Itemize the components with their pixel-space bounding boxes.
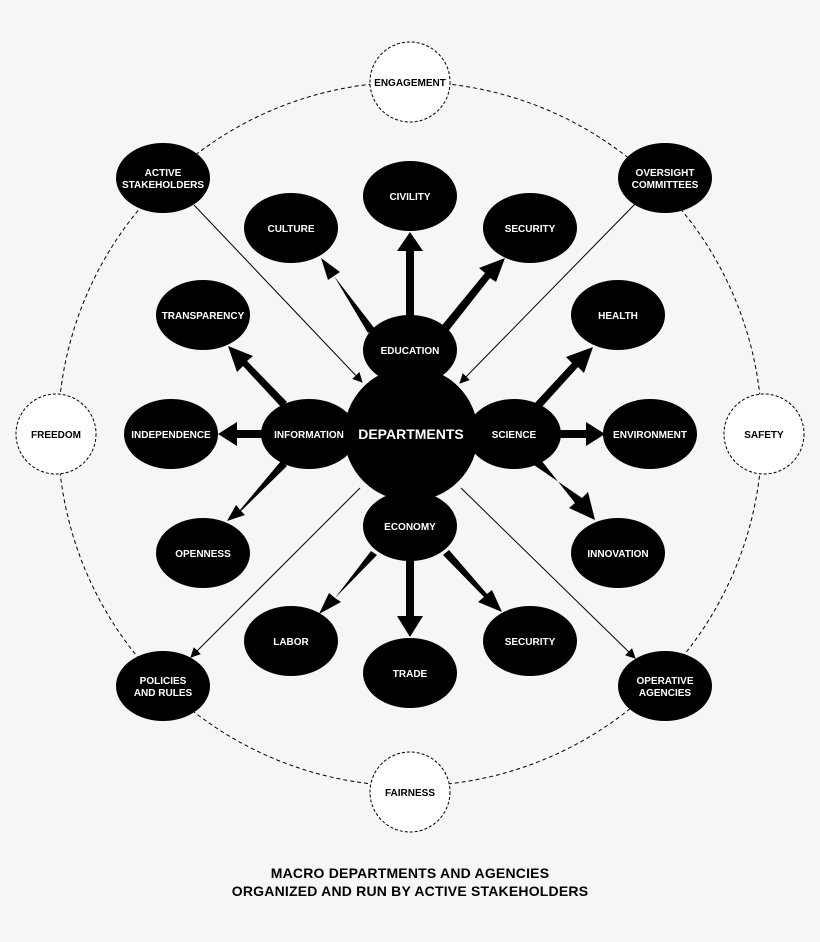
openness-label: OPENNESS [175, 549, 231, 560]
security-bottom-label: SECURITY [505, 637, 556, 648]
environment-node [603, 399, 697, 469]
arrow-to-innovation [534, 460, 595, 520]
independence-label: INDEPENDENCE [131, 430, 211, 441]
operative-agencies-node [618, 651, 712, 721]
innovation-node [571, 518, 665, 588]
arrow-to-transparency [228, 346, 287, 407]
labor-node [244, 606, 338, 676]
education-node [363, 315, 457, 385]
security-top-label: SECURITY [505, 224, 556, 235]
oversight-committees-label-2: COMMITTEES [632, 180, 699, 191]
engagement-node [369, 41, 451, 123]
education-arrows [321, 232, 505, 334]
operative-agencies-label-2: AGENCIES [639, 688, 692, 699]
safety-label: SAFETY [744, 430, 784, 441]
trade-node [363, 638, 457, 708]
culture-node [244, 193, 338, 263]
caption-line-2: ORGANIZED AND RUN BY ACTIVE STAKEHOLDERS [231, 883, 589, 899]
science-arrows [534, 347, 605, 520]
health-node [571, 280, 665, 350]
economy-arrows [319, 550, 502, 637]
policies-and-rules-label-1: POLICIES [140, 676, 187, 687]
trade-label: TRADE [393, 669, 428, 680]
security-bottom-node [483, 606, 577, 676]
information-node [261, 399, 357, 469]
connector-policies-and-rules [190, 487, 361, 658]
freedom-node [15, 393, 97, 475]
arrow-to-independence [218, 422, 266, 446]
departments-label: DEPARTMENTS [358, 426, 464, 442]
arrow-to-civility [397, 232, 423, 320]
information-arrows [218, 346, 287, 521]
policies-and-rules-node [116, 651, 210, 721]
security-top-node [483, 193, 577, 263]
culture-label: CULTURE [267, 224, 314, 235]
economy-label: ECONOMY [384, 522, 436, 533]
engagement-label: ENGAGEMENT [374, 78, 446, 89]
innovation-label: INNOVATION [587, 549, 648, 560]
departments-node [344, 367, 478, 501]
fairness-label: FAIRNESS [385, 788, 435, 799]
arrow-to-culture [321, 258, 375, 333]
oversight-committees-label-1: OVERSIGHT [636, 168, 695, 179]
economy-node [363, 491, 457, 561]
health-label: HEALTH [598, 311, 638, 322]
education-label: EDUCATION [381, 346, 440, 357]
environment-label: ENVIRONMENT [613, 430, 687, 441]
connector-oversight-committees [459, 202, 637, 384]
connector-operative-agencies [460, 487, 636, 659]
caption-line-1: MACRO DEPARTMENTS AND AGENCIES [270, 865, 550, 881]
independence-node [124, 399, 218, 469]
transparency-label: TRANSPARENCY [162, 311, 245, 322]
arrow-to-openness [227, 461, 287, 521]
labor-label: LABOR [273, 637, 309, 648]
arrow-to-trade [397, 560, 423, 637]
arrow-to-labor [319, 551, 377, 614]
freedom-label: FREEDOM [31, 430, 81, 441]
civility-node [363, 161, 457, 231]
information-label: INFORMATION [274, 430, 344, 441]
active-stakeholders-label-1: ACTIVE [145, 168, 182, 179]
arrow-to-environment [558, 422, 605, 446]
policies-and-rules-label-2: AND RULES [134, 688, 193, 699]
connector-active-stakeholders [193, 204, 363, 383]
active-stakeholders-label-2: STAKEHOLDERS [122, 180, 204, 191]
science-node [467, 399, 561, 469]
science-label: SCIENCE [492, 430, 537, 441]
arrow-to-security-top [439, 258, 505, 334]
safety-node [723, 393, 805, 475]
transparency-node [156, 280, 250, 350]
fairness-node [369, 751, 451, 833]
arrow-to-security-bottom [443, 550, 502, 612]
arrow-to-health [534, 347, 593, 409]
operative-agencies-label-1: OPERATIVE [636, 676, 693, 687]
civility-label: CIVILITY [389, 192, 430, 203]
oversight-committees-node [618, 143, 712, 213]
openness-node [156, 518, 250, 588]
active-stakeholders-node [116, 143, 210, 213]
